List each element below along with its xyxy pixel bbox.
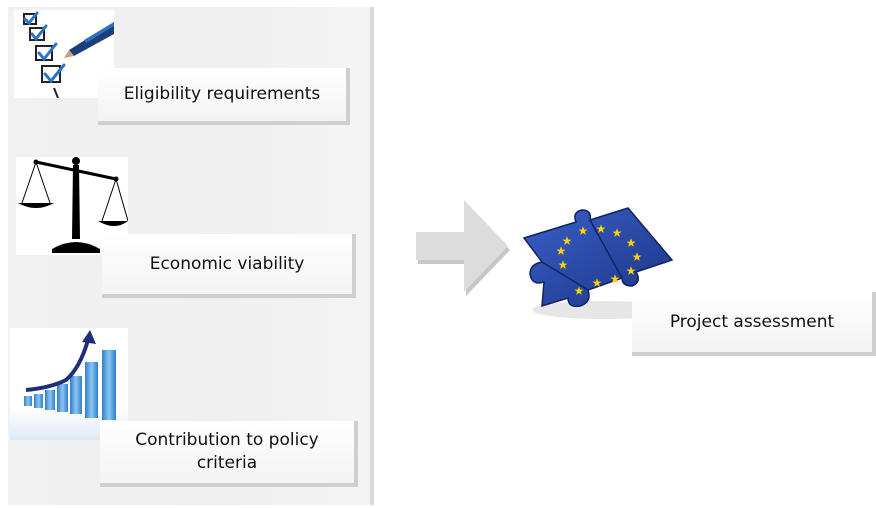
- flow-arrow: [414, 198, 514, 302]
- criterion-label-policy-text: Contribution to policy criteria: [135, 430, 319, 473]
- criterion-label-policy: Contribution to policy criteria: [100, 421, 358, 487]
- criterion-label-economic: Economic viability: [102, 234, 356, 298]
- balance-scale-icon: [16, 157, 128, 255]
- criterion-label-eligibility: Eligibility requirements: [98, 68, 350, 125]
- result-label-project-assessment: Project assessment: [632, 292, 876, 356]
- growth-bar-chart-icon: [10, 328, 128, 440]
- checklist-icon: [14, 10, 114, 98]
